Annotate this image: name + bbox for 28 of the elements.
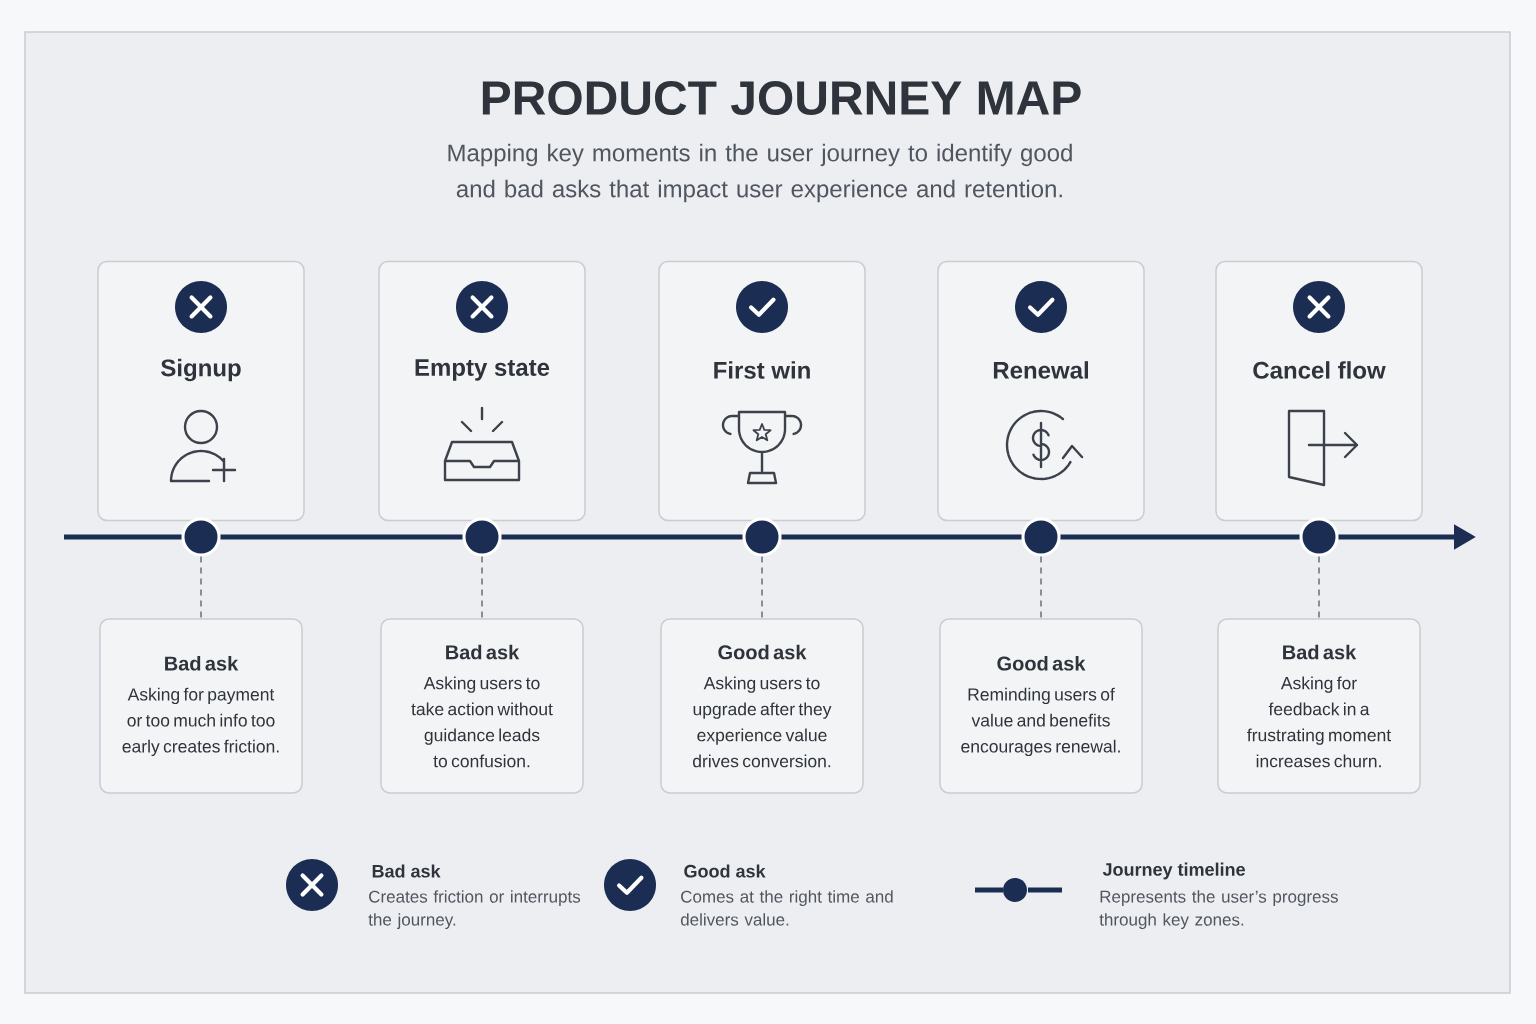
legend-description: Comes at the right time and delivers value. [680, 890, 893, 926]
stage-card: Cancel flow [1215, 260, 1423, 522]
subtitle: Mapping key moments in the user journey to identify good and bad asks that impact user experience and retention. [448, 143, 1072, 203]
stage-card: Empty state [378, 260, 586, 522]
timeline-line [501, 534, 743, 540]
ask-card: Bad ask Asking for payment or too much info too early creates friction. [99, 618, 303, 794]
legend-heading: Good ask [684, 864, 766, 878]
timeline-line [781, 534, 1022, 540]
timeline-line [64, 534, 182, 540]
stage-card: First win [658, 260, 866, 522]
ask-card: Good ask Reminding users of value and benefits encourages renewal. [939, 618, 1143, 794]
ask-card: Bad ask Asking for feedback in a frustrating moment increases churn. [1217, 618, 1421, 794]
legend-heading: Bad ask [372, 864, 441, 878]
ask-card: Good ask Asking users to upgrade after they experience value drives conversion. [660, 618, 864, 794]
legend-description: Creates friction or interrupts the journey. [368, 890, 581, 930]
timeline-line [1060, 534, 1300, 540]
connector-line [1040, 555, 1042, 620]
ask-card: Bad ask Asking users to take action without guidance leads to confusion. [380, 618, 584, 794]
legend-heading: Journey timeline [1102, 862, 1245, 880]
connector-line [1318, 555, 1320, 620]
connector-line [761, 555, 763, 620]
connector-line [481, 555, 483, 620]
connector-line [200, 555, 202, 620]
title: PRODUCT JOURNEY MAP [482, 81, 1081, 115]
stage-card: Signup [97, 260, 305, 522]
stage-card: Renewal [937, 260, 1145, 522]
legend-description: Represents the user’s progress through key zones. [1099, 890, 1338, 930]
timeline-line [220, 534, 463, 540]
